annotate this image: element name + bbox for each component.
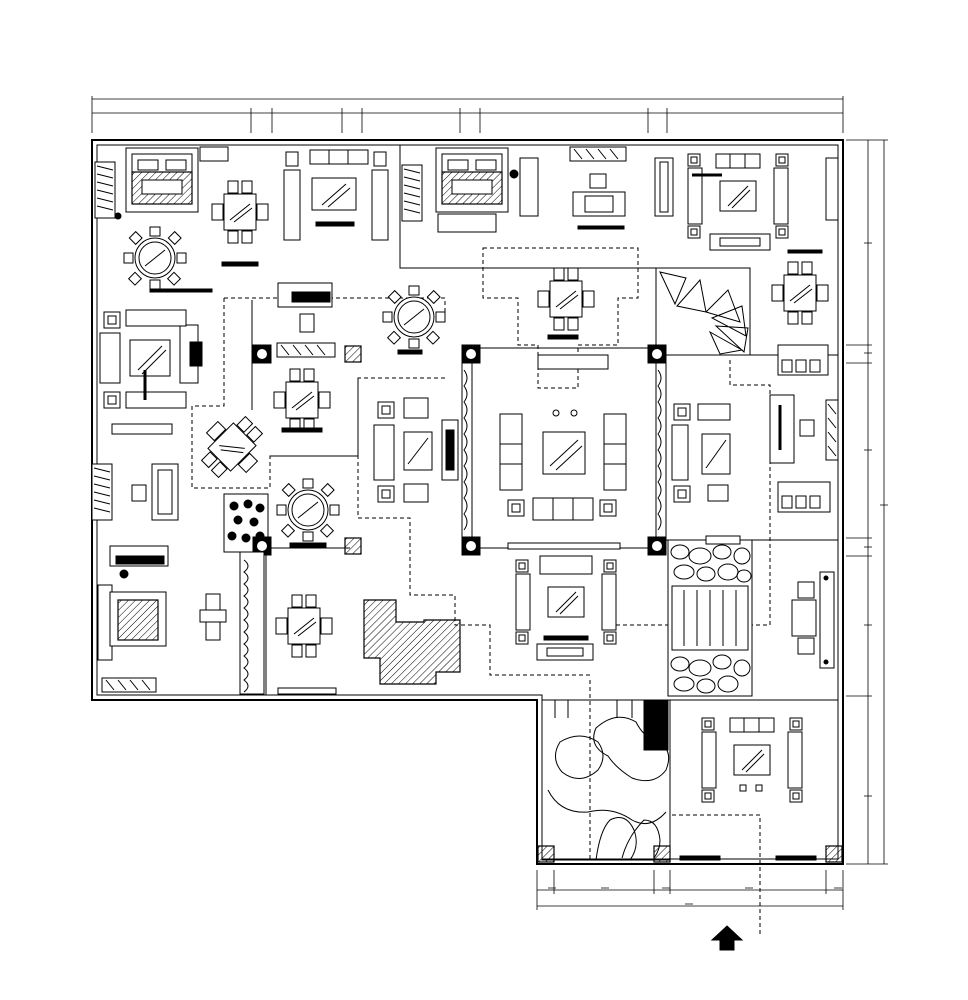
dining-right (771, 261, 829, 376)
staircase (659, 271, 749, 355)
courtyard-pond (537, 699, 843, 863)
living-left (99, 309, 203, 435)
right-dimension-line (846, 139, 888, 865)
mid-left-lounge (252, 282, 446, 433)
planter-strip-left (223, 478, 362, 695)
living-right-mid (671, 394, 839, 513)
lounge-sofa-set (499, 409, 627, 521)
column-sw (461, 536, 481, 556)
living-center-left (373, 397, 459, 503)
dining-center-top (537, 267, 595, 340)
office-right-lower (791, 571, 835, 669)
bottom-dimension-line (536, 870, 844, 910)
entrance-arrow-icon (710, 925, 744, 951)
bedroom-top-left (94, 146, 269, 293)
column-se (647, 536, 667, 556)
living-south (515, 555, 617, 661)
central-lounge (461, 344, 667, 556)
bedroom-top-center (401, 146, 674, 233)
living-top-right (687, 153, 839, 254)
column-ne (647, 344, 667, 364)
living-south-east (701, 717, 803, 803)
bedroom-lower-left (97, 584, 461, 695)
column-nw (461, 344, 481, 364)
stone-garden-east (667, 535, 753, 697)
tv-lounge-top (283, 149, 389, 241)
dimension-ticks (548, 242, 888, 905)
left-side-mid (91, 404, 275, 579)
top-dimension-line (91, 96, 844, 133)
